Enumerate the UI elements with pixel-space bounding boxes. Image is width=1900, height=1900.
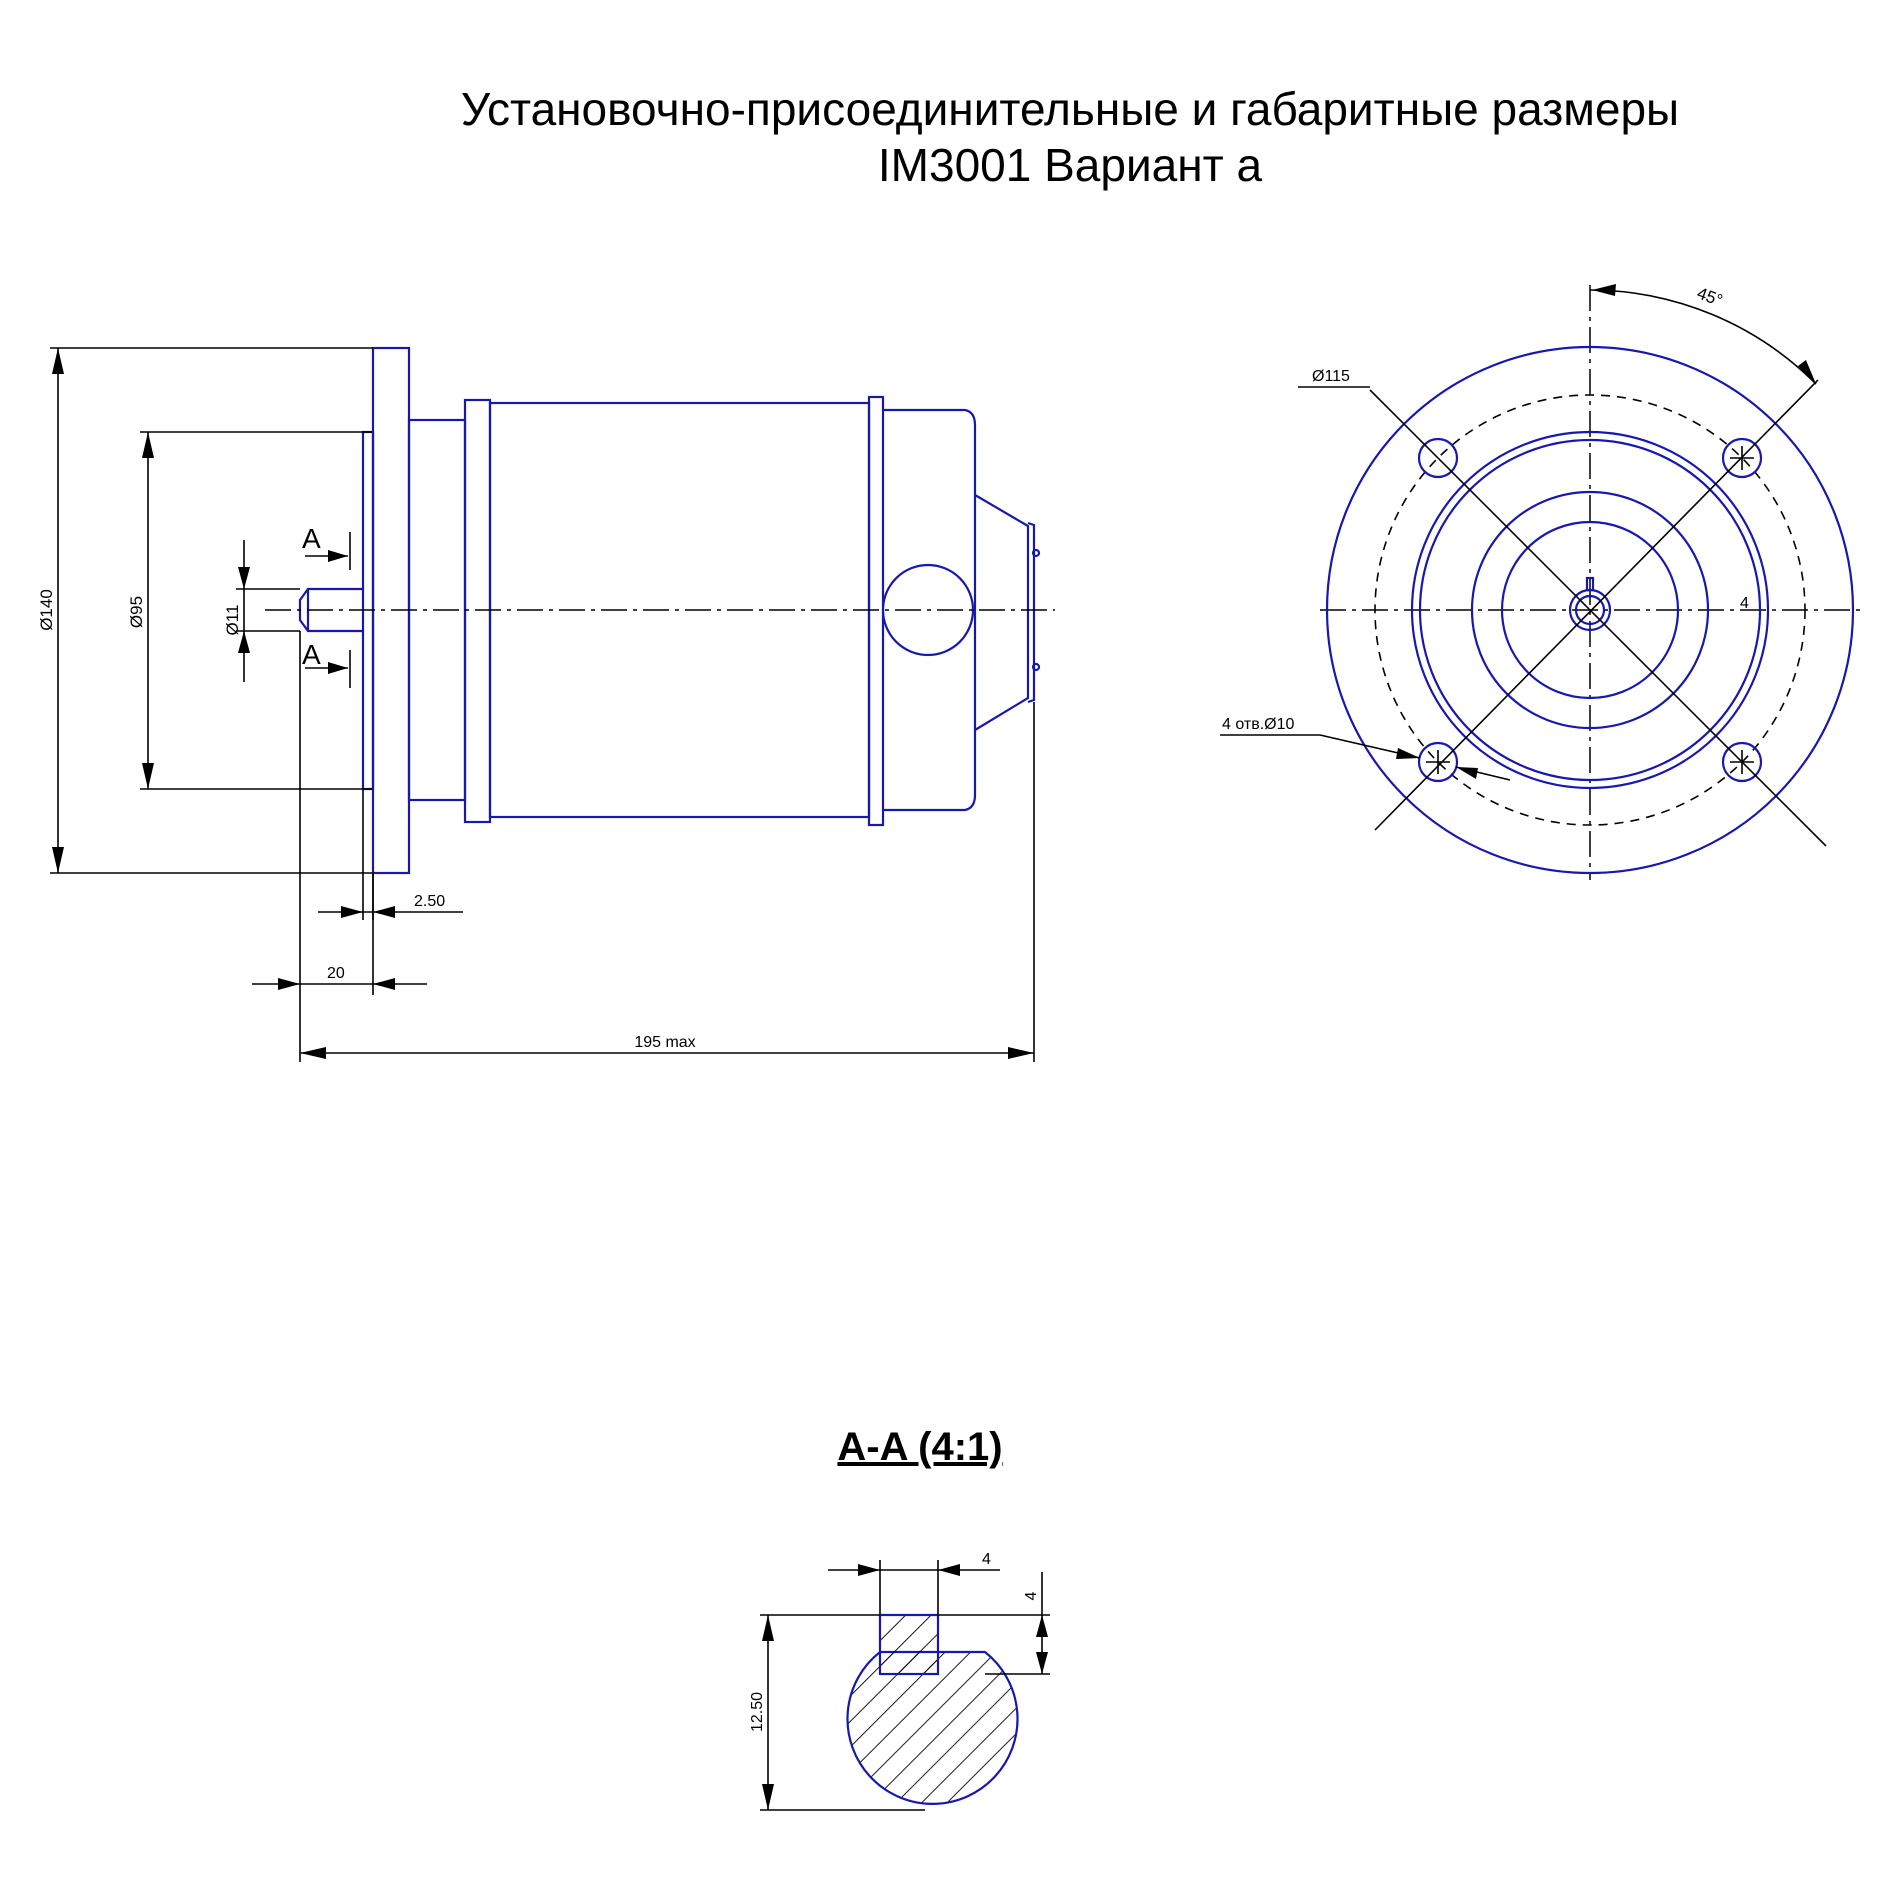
- rear-ring: [867, 395, 885, 827]
- section-mark-bottom: A: [302, 639, 351, 688]
- dim-holes-label: 4 отв.Ø10: [1222, 716, 1295, 733]
- dim-angle: 45°: [1589, 284, 1817, 385]
- shaft-circle-inner: [1574, 594, 1606, 626]
- dim-shaft-diameter-label: Ø11: [223, 605, 242, 636]
- drawing-subtitle: IM3001 Вариант а: [877, 139, 1263, 191]
- dim-spigot-diameter: Ø95: [127, 431, 372, 790]
- dim-shaft-height: 12.50: [749, 1614, 925, 1811]
- dim-key-width: 4: [828, 1551, 1000, 1615]
- rear-cap-bolt-bottom: [1031, 662, 1041, 672]
- key-cross-section: [878, 1613, 940, 1676]
- mounting-hole-bottom-left: [1417, 741, 1459, 783]
- rear-cap: [1027, 521, 1036, 704]
- dim-overall-length-label: 195 max: [634, 1034, 695, 1051]
- front-ring: [463, 398, 492, 824]
- dim-pitch-diameter-label: Ø115: [1312, 368, 1350, 385]
- pitch-circle: [1374, 394, 1806, 826]
- dim-key-label: 4: [1740, 595, 1749, 612]
- dim-holes: 4 отв.Ø10: [1220, 716, 1511, 781]
- rear-cap-bolt-top: [1031, 548, 1041, 558]
- mounting-hole-top-right: [1721, 437, 1763, 479]
- dim-shaft-length-label: 20: [327, 965, 345, 982]
- bearing-circle: [1500, 520, 1680, 700]
- housing-circle: [1470, 490, 1710, 730]
- spigot-circle-outer: [1410, 430, 1770, 790]
- section-mark-top-label: A: [302, 523, 321, 554]
- mounting-hole-bottom-right: [1721, 741, 1763, 783]
- fan-cover: [974, 494, 1030, 731]
- dim-key-height: 4: [938, 1572, 1050, 1675]
- dim-key-width-label: 4: [982, 1551, 991, 1568]
- dim-shaft-height-label: 12.50: [749, 1692, 766, 1732]
- dim-key-height-label: 4: [1023, 1591, 1040, 1600]
- dim-spigot-depth: 2.50: [318, 789, 463, 920]
- diagonal-axis-1: [1369, 389, 1827, 847]
- diagonal-axis-2: [1374, 379, 1819, 831]
- dim-overall-length: 195 max: [300, 702, 1035, 1062]
- dim-angle-label: 45°: [1695, 284, 1726, 311]
- drawing-title: Установочно-присоединительные и габаритн…: [460, 83, 1680, 135]
- dim-flange-diameter-label: Ø140: [37, 589, 56, 631]
- rear-end-shield: [883, 408, 977, 812]
- side-view: Ø140 Ø95 Ø11 A: [37, 346, 1055, 1062]
- end-view: Ø115 45° 4 отв.Ø10 4: [1220, 284, 1860, 880]
- shaft-key: [1585, 576, 1595, 592]
- dim-shaft-length: 20: [252, 631, 427, 1062]
- dim-shaft-diameter: Ø11: [223, 540, 300, 682]
- dim-spigot-depth-label: 2.50: [414, 893, 445, 910]
- shaft-cross-section: [846, 1650, 1019, 1805]
- dim-spigot-diameter-label: Ø95: [127, 596, 146, 628]
- section-mark-bottom-label: A: [302, 639, 321, 670]
- dim-flange-diameter: Ø140: [37, 347, 373, 874]
- section-mark-top: A: [302, 523, 351, 570]
- mounting-holes: [1417, 437, 1763, 783]
- flange-outer-circle: [1325, 345, 1855, 875]
- dim-pitch-diameter: Ø115: [1298, 368, 1370, 388]
- mounting-hole-top-left: [1417, 437, 1459, 479]
- section-view: 4 4 12.50: [749, 1551, 1050, 1811]
- section-title: A-A (4:1): [837, 1425, 1003, 1469]
- spigot-circle-inner: [1418, 438, 1762, 782]
